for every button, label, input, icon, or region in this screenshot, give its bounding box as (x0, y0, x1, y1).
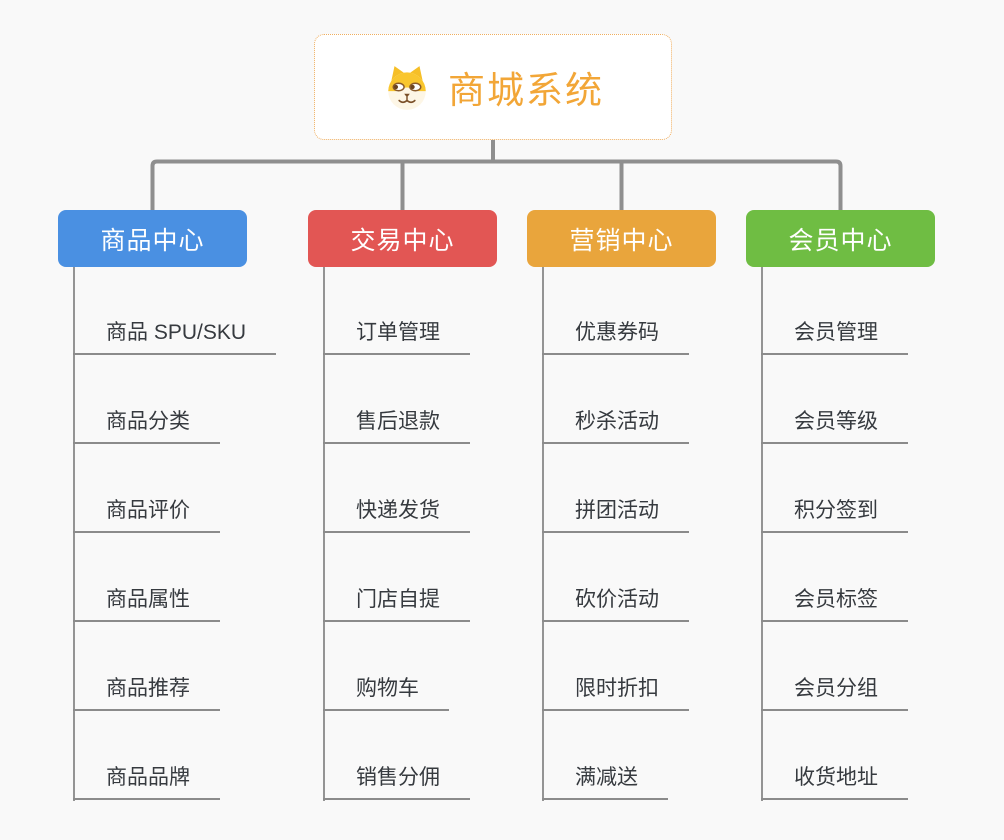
leaf-node[interactable]: 门店自提 (323, 584, 470, 622)
leaf-node[interactable]: 会员管理 (761, 317, 908, 355)
leaf-node[interactable]: 商品评价 (73, 495, 220, 533)
leaf-node[interactable]: 会员分组 (761, 673, 908, 711)
leaf-node[interactable]: 售后退款 (323, 406, 470, 444)
leaf-node[interactable]: 销售分佣 (323, 762, 470, 800)
leaf-node[interactable]: 商品品牌 (73, 762, 220, 800)
root-node[interactable]: 商城系统 (314, 34, 672, 140)
leaf-node[interactable]: 拼团活动 (542, 495, 689, 533)
leaf-node[interactable]: 商品分类 (73, 406, 220, 444)
branch-label: 交易中心 (350, 226, 455, 255)
leaf-node[interactable]: 限时折扣 (542, 673, 689, 711)
leaf-node[interactable]: 秒杀活动 (542, 406, 689, 444)
leaf-node[interactable]: 优惠券码 (542, 317, 689, 355)
branch-box-member-center[interactable]: 会员中心 (746, 210, 935, 267)
leaf-node[interactable]: 满减送 (542, 762, 668, 800)
leaf-node[interactable]: 商品属性 (73, 584, 220, 622)
branch-box-marketing-center[interactable]: 营销中心 (527, 210, 716, 267)
leaf-node[interactable]: 快递发货 (323, 495, 470, 533)
leaf-node[interactable]: 砍价活动 (542, 584, 689, 622)
leaf-node[interactable]: 会员等级 (761, 406, 908, 444)
branch-label: 商品中心 (100, 226, 205, 255)
leaf-node[interactable]: 会员标签 (761, 584, 908, 622)
branch-label: 营销中心 (569, 226, 674, 255)
leaf-node[interactable]: 商品 SPU/SKU (73, 317, 277, 355)
leaf-node[interactable]: 积分签到 (761, 495, 908, 533)
leaf-node[interactable]: 订单管理 (323, 317, 470, 355)
branch-guide-line (323, 267, 325, 801)
branch-box-product-center[interactable]: 商品中心 (58, 210, 247, 267)
branch-guide-line (761, 267, 763, 801)
dog-face-icon (382, 64, 432, 110)
branch-box-trade-center[interactable]: 交易中心 (308, 210, 497, 267)
branch-guide-line (542, 267, 544, 801)
branch-guide-line (73, 267, 75, 801)
leaf-node[interactable]: 购物车 (323, 673, 449, 711)
leaf-node[interactable]: 收货地址 (761, 762, 908, 800)
branch-label: 会员中心 (788, 226, 893, 255)
root-title: 商城系统 (448, 70, 604, 111)
leaf-node[interactable]: 商品推荐 (73, 673, 220, 711)
